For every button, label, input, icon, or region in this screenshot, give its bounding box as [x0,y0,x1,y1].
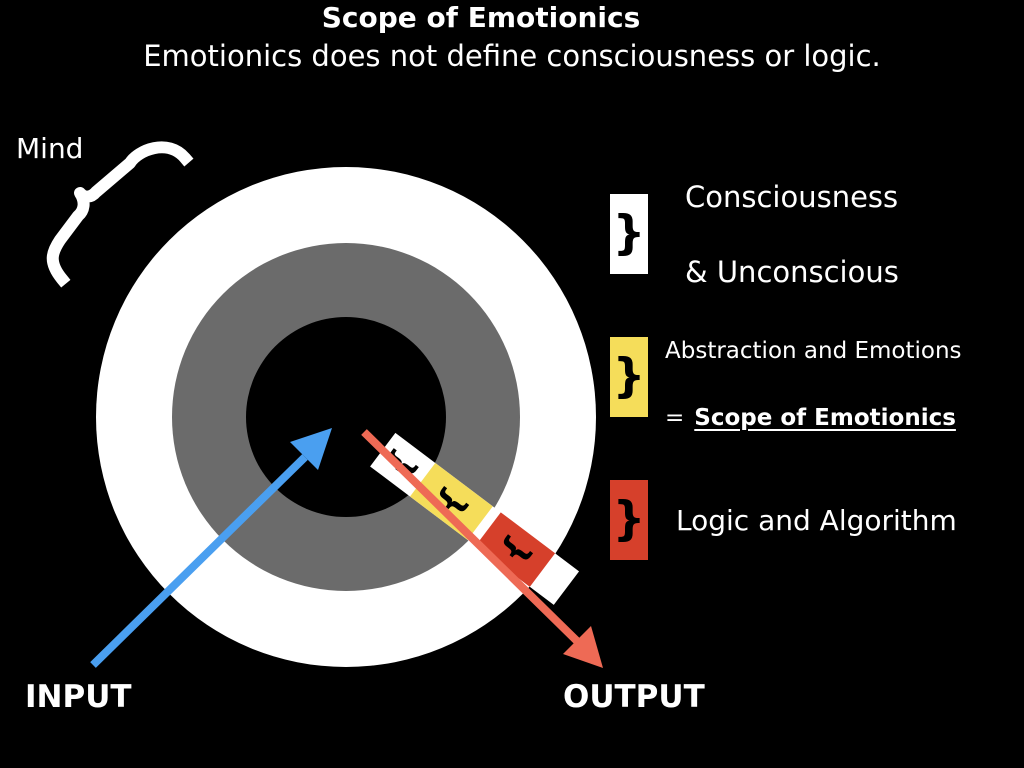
legend-swatch-emotions: } [610,337,648,417]
legend-swatch-consciousness: } [610,194,648,274]
legend-logic-label: Logic and Algorithm [676,504,957,537]
legend-unconscious-label: & Unconscious [685,255,899,289]
input-label: INPUT [25,679,132,715]
output-label: OUTPUT [563,679,705,715]
svg-text:}: } [613,206,646,260]
band-red-segment [475,512,556,587]
legend-consciousness-label: Consciousness [685,180,899,214]
mind-label: Mind [16,132,84,165]
svg-text:}: } [613,349,646,403]
mind-brace-icon [46,141,194,288]
legend-abstraction-label: Abstraction and Emotions [665,338,962,364]
diagram-subtitle: Emotionics does not define consciousness… [143,39,881,73]
legend-swatch-logic: } [610,480,648,560]
input-arrow [90,428,332,668]
svg-text:}: } [613,492,646,546]
legend-equals-sign: = [665,405,685,431]
legend-scope-label: Scope of Emotionics [694,405,956,431]
output-arrow [361,429,603,668]
diagram-title: Scope of Emotionics [321,1,641,34]
legend-scope-line: = Scope of Emotionics [665,402,956,434]
band-yellow-segment [410,463,493,540]
